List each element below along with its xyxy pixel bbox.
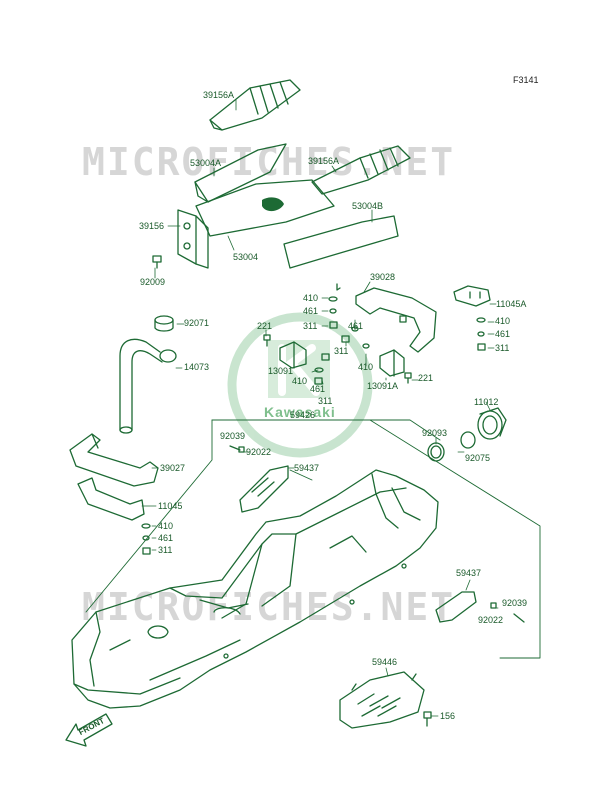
block-13091 <box>279 341 307 369</box>
label-92039-b: 92039 <box>502 598 528 608</box>
mat-53004A <box>194 143 287 203</box>
bracket-39028 <box>355 287 437 353</box>
bracket-11045 <box>77 477 145 521</box>
hose-14073 <box>119 338 177 434</box>
label-461-l: 461 <box>158 533 174 543</box>
label-39156A-top: 39156A <box>203 90 235 100</box>
label-92022-a: 92022 <box>246 447 272 457</box>
block-13091A <box>379 349 405 377</box>
ring-11012 <box>477 407 507 440</box>
label-92009: 92009 <box>140 277 166 287</box>
grille-59437-top <box>239 465 289 513</box>
bracket-39156 <box>177 209 209 269</box>
label-14073: 14073 <box>184 362 210 372</box>
label-11045A: 11045A <box>496 299 527 309</box>
handle-39027 <box>69 433 159 487</box>
mat-53004 <box>195 179 335 237</box>
label-461-r: 461 <box>495 329 511 339</box>
ring-92075 <box>460 431 476 449</box>
cap-92071 <box>154 315 174 332</box>
label-39156A-mid: 39156A <box>308 156 340 166</box>
label-59446: 59446 <box>372 657 398 667</box>
label-311-r: 311 <box>495 343 510 353</box>
bracket-11045A <box>453 285 491 307</box>
label-461-c: 461 <box>310 384 326 394</box>
label-53004A: 53004A <box>190 158 222 168</box>
ring-92093 <box>427 442 445 462</box>
brand-logo-text: Kawasaki <box>264 404 336 420</box>
label-221-b: 221 <box>418 373 434 383</box>
seat-pad-39156A-mid <box>311 145 411 195</box>
label-11012: 11012 <box>474 397 499 407</box>
callout-lines-59426 <box>85 419 541 659</box>
label-156: 156 <box>440 711 456 721</box>
leader-lines <box>141 99 499 717</box>
label-53004B: 53004B <box>352 201 384 211</box>
label-311-b: 311 <box>334 346 349 356</box>
label-410-r: 410 <box>495 316 511 326</box>
label-311-c: 311 <box>318 396 333 406</box>
label-311-l: 311 <box>158 545 173 555</box>
label-410-c: 410 <box>358 362 374 372</box>
bolt-156 <box>423 711 432 727</box>
label-92071: 92071 <box>184 318 210 328</box>
label-461-a: 461 <box>303 306 319 316</box>
label-92093: 92093 <box>422 428 448 438</box>
figure-code: F3141 <box>513 75 539 85</box>
label-92075: 92075 <box>465 453 491 463</box>
label-311-a: 311 <box>303 321 318 331</box>
hull-59426 <box>71 469 439 709</box>
plate-59446 <box>339 671 425 729</box>
label-92022-b: 92022 <box>478 615 504 625</box>
bolt-92009 <box>152 255 162 269</box>
grille-59437-bottom <box>435 591 477 623</box>
label-410-l: 410 <box>158 521 174 531</box>
label-221-a: 221 <box>257 321 273 331</box>
label-410-b: 410 <box>292 376 308 386</box>
label-92039-a: 92039 <box>220 431 246 441</box>
front-arrow-icon <box>65 713 113 747</box>
mat-strip-53004B <box>283 215 399 269</box>
screw-221-right <box>404 372 412 384</box>
label-11045: 11045 <box>158 501 183 511</box>
label-39028: 39028 <box>370 272 396 282</box>
label-461-b: 461 <box>348 321 364 331</box>
label-39027: 39027 <box>160 463 186 473</box>
label-59437-a: 59437 <box>294 463 320 473</box>
label-59426: 59426 <box>290 410 316 420</box>
label-53004: 53004 <box>233 252 259 262</box>
fasteners-right <box>476 317 486 351</box>
watermark-bottom: MICROFICHES.NET <box>82 585 456 629</box>
screws-92039-92022-bottom <box>490 602 525 623</box>
seat-pad-39156A-top <box>209 79 301 131</box>
screws-92039-92022-top <box>229 445 245 453</box>
label-13091: 13091 <box>268 366 294 376</box>
label-59437-b: 59437 <box>456 568 482 578</box>
label-39156: 39156 <box>139 221 165 231</box>
screw-221-left <box>263 334 271 347</box>
label-13091A: 13091A <box>367 381 399 391</box>
kawasaki-logo <box>227 312 373 458</box>
label-410-a: 410 <box>303 293 319 303</box>
